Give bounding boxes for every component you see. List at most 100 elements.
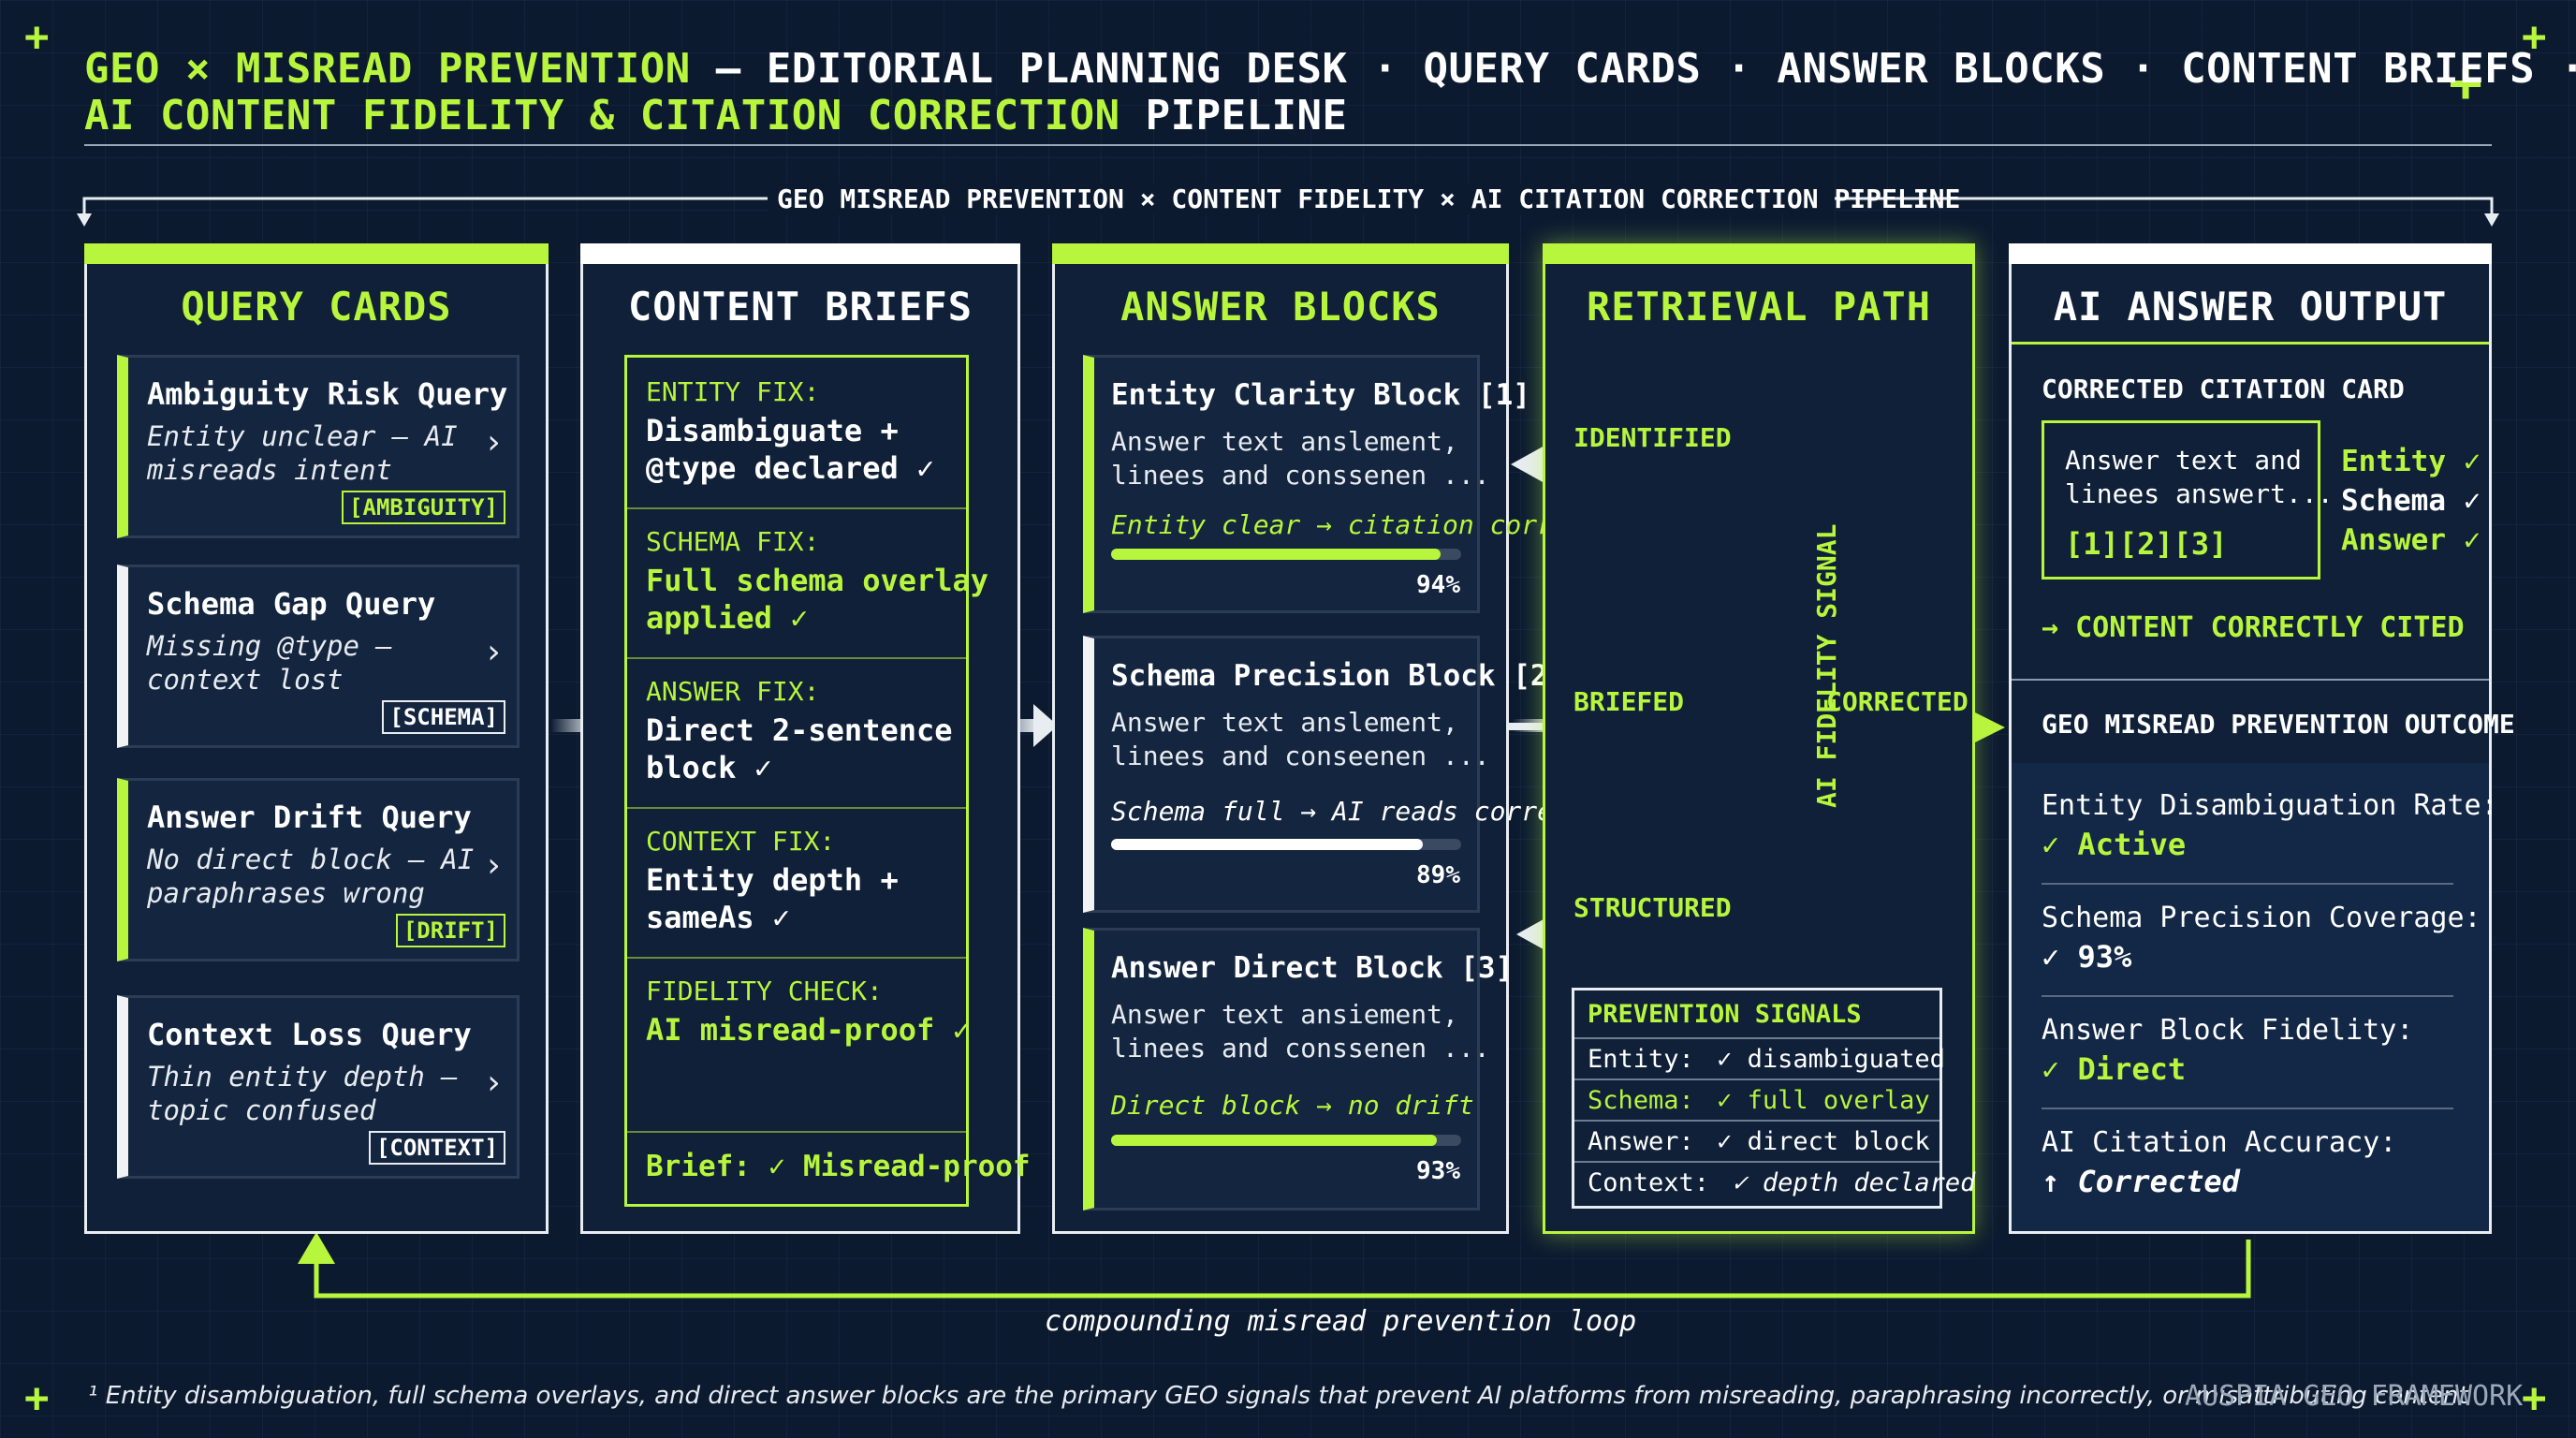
outcome-title: GEO MISREAD PREVENTION OUTCOME bbox=[2042, 709, 2515, 740]
answer-block-text: Answer text anslement,linees and conseen… bbox=[1111, 707, 1490, 771]
chevron-right-icon[interactable]: › bbox=[483, 846, 504, 885]
answer-block-note: Schema full → AI reads correctly bbox=[1111, 796, 1617, 827]
panel-topbar bbox=[1543, 243, 1975, 264]
panel-content-briefs: CONTENT BRIEFS ENTITY FIX: Disambiguate … bbox=[580, 243, 1031, 1234]
check-entity: Entity ✓ bbox=[2341, 445, 2481, 478]
corner-plus-icon: + bbox=[24, 1374, 50, 1422]
progress-percent: 93% bbox=[1416, 1157, 1460, 1185]
answer-block-title: Answer Direct Block [3] bbox=[1111, 951, 1514, 985]
panel-title: QUERY CARDS bbox=[181, 284, 452, 330]
panel-title: AI ANSWER OUTPUT bbox=[2053, 284, 2448, 330]
signal-row: Schema: ✓ full overlay bbox=[1574, 1078, 1939, 1122]
citation-card-title: CORRECTED CITATION CARD bbox=[2042, 374, 2405, 404]
query-tag: [SCHEMA] bbox=[382, 700, 505, 734]
header-accent-1: GEO × MISREAD PREVENTION bbox=[84, 45, 691, 93]
query-tag: [DRIFT] bbox=[395, 914, 505, 947]
answer-block[interactable]: Entity Clarity Block [1] Answer text ans… bbox=[1083, 355, 1601, 613]
query-card-title: Ambiguity Risk Query bbox=[147, 376, 508, 412]
metric-separator bbox=[2042, 883, 2453, 885]
brief-box: ENTITY FIX: Disambiguate +@type declared… bbox=[624, 355, 1031, 1207]
corner-plus-icon: + bbox=[24, 13, 50, 61]
brand-label: AUSPIA GEO FRAMEWORK bbox=[2185, 1380, 2524, 1413]
answer-block[interactable]: Schema Precision Block [2] Answer text a… bbox=[1083, 636, 1616, 913]
brief-value: Entity depth +sameAs ✓ bbox=[646, 862, 899, 935]
panel-topbar bbox=[1052, 243, 1509, 264]
brief-label: CONTEXT FIX: bbox=[646, 826, 836, 857]
panel-topbar bbox=[84, 243, 549, 264]
panel-title: CONTENT BRIEFS bbox=[627, 284, 973, 330]
outcome-panel bbox=[2012, 763, 2489, 1231]
query-card-title: Schema Gap Query bbox=[147, 586, 436, 622]
metric-separator bbox=[2042, 1108, 2453, 1109]
label-briefed: BRIEFED bbox=[1573, 686, 1685, 717]
citation-refs: [1][2][3] bbox=[2065, 526, 2228, 562]
progress-bar bbox=[1111, 1135, 1461, 1146]
query-tag: [AMBIGUITY] bbox=[342, 491, 505, 524]
brief-value: Disambiguate +@type declared ✓ bbox=[646, 413, 935, 486]
brief-label: ANSWER FIX: bbox=[646, 676, 820, 707]
pipeline-label: GEO MISREAD PREVENTION × CONTENT FIDELIT… bbox=[768, 183, 1960, 214]
header-title-line2: AI CONTENT FIDELITY & CITATION CORRECTIO… bbox=[84, 92, 1348, 139]
brief-section: ENTITY FIX: Disambiguate +@type declared… bbox=[627, 358, 966, 509]
answer-block-note: Entity clear → citation correct bbox=[1111, 509, 1601, 540]
panel-ai-answer-output: AI ANSWER OUTPUT CORRECTED CITATION CARD… bbox=[2009, 243, 2515, 1234]
divider bbox=[2012, 679, 2489, 681]
check-schema: Schema ✓ bbox=[2341, 484, 2481, 518]
query-card-title: Answer Drift Query bbox=[147, 800, 472, 835]
panel-answer-blocks: ANSWER BLOCKS Entity Clarity Block [1] A… bbox=[1052, 243, 1616, 1234]
query-card-title: Context Loss Query bbox=[147, 1017, 472, 1052]
progress-percent: 94% bbox=[1416, 571, 1460, 599]
header-rest-2: PIPELINE bbox=[1120, 92, 1348, 139]
progress-percent: 89% bbox=[1416, 861, 1460, 889]
progress-fill bbox=[1111, 839, 1423, 850]
panel-title: ANSWER BLOCKS bbox=[1120, 284, 1441, 330]
panel-title: RETRIEVAL PATH bbox=[1586, 284, 1931, 330]
signal-row: Answer: ✓ direct block bbox=[1574, 1120, 1939, 1163]
progress-fill bbox=[1111, 1135, 1437, 1146]
label-corrected: CORRECTED bbox=[1826, 686, 1969, 717]
divider bbox=[2012, 342, 2489, 345]
metric-separator bbox=[2042, 995, 2453, 997]
prevention-signals: PREVENTION SIGNALS Entity: ✓ disambiguat… bbox=[1572, 988, 1975, 1209]
signal-row: Context: ✓ depth declared bbox=[1574, 1161, 1975, 1204]
brief-section: FIDELITY CHECK: AI misread-proof ✓ bbox=[627, 957, 971, 1133]
answer-block-title: Entity Clarity Block [1] bbox=[1111, 378, 1530, 412]
answer-block[interactable]: Answer Direct Block [3] Answer text ansi… bbox=[1083, 928, 1513, 1211]
progress-bar bbox=[1111, 839, 1461, 850]
metric-label: AI Citation Accuracy: bbox=[2042, 1126, 2397, 1159]
query-card[interactable]: Schema Gap Query Missing @type —context … bbox=[117, 565, 520, 748]
progress-bar bbox=[1111, 549, 1461, 560]
label-structured: STRUCTURED bbox=[1573, 892, 1732, 923]
panel-retrieval-path: RETRIEVAL PATH IDENTIFIED BRIEFED CORREC… bbox=[1543, 243, 1975, 1234]
signal-row: Entity: ✓ disambiguated bbox=[1574, 1037, 1945, 1080]
cited-status: → CONTENT CORRECTLY CITED bbox=[2042, 611, 2465, 644]
brief-label: ENTITY FIX: bbox=[646, 376, 820, 407]
query-card[interactable]: Context Loss Query Thin entity depth —to… bbox=[117, 995, 520, 1179]
query-tag: [CONTEXT] bbox=[368, 1131, 505, 1165]
check-answer: Answer ✓ bbox=[2341, 523, 2481, 557]
answer-block-text: Answer text anslement,linees and conssen… bbox=[1111, 426, 1490, 491]
brief-value: AI misread-proof ✓ bbox=[646, 1012, 971, 1048]
brief-label: SCHEMA FIX: bbox=[646, 526, 820, 557]
query-card-subtitle: Missing @type —context lost bbox=[147, 630, 392, 696]
chevron-right-icon[interactable]: › bbox=[483, 633, 504, 671]
corner-plus-icon: + bbox=[2522, 13, 2547, 61]
chevron-right-icon[interactable]: › bbox=[483, 423, 504, 462]
chevron-right-icon[interactable]: › bbox=[483, 1064, 504, 1102]
metric-value: ✓ 93% bbox=[2042, 939, 2132, 975]
metric-value: ✓ Direct bbox=[2042, 1051, 2187, 1087]
answer-block-title: Schema Precision Block [2] bbox=[1111, 659, 1566, 693]
loop-label: compounding misread prevention loop bbox=[1045, 1305, 1637, 1338]
query-card[interactable]: Ambiguity Risk Query Entity unclear — AI… bbox=[117, 355, 520, 538]
query-card-subtitle: Thin entity depth —topic confused bbox=[147, 1061, 458, 1126]
progress-fill bbox=[1111, 549, 1441, 560]
brief-footer: Brief: ✓ Misread-proof bbox=[646, 1150, 1031, 1183]
corner-plus-icon: + bbox=[2522, 1374, 2547, 1422]
